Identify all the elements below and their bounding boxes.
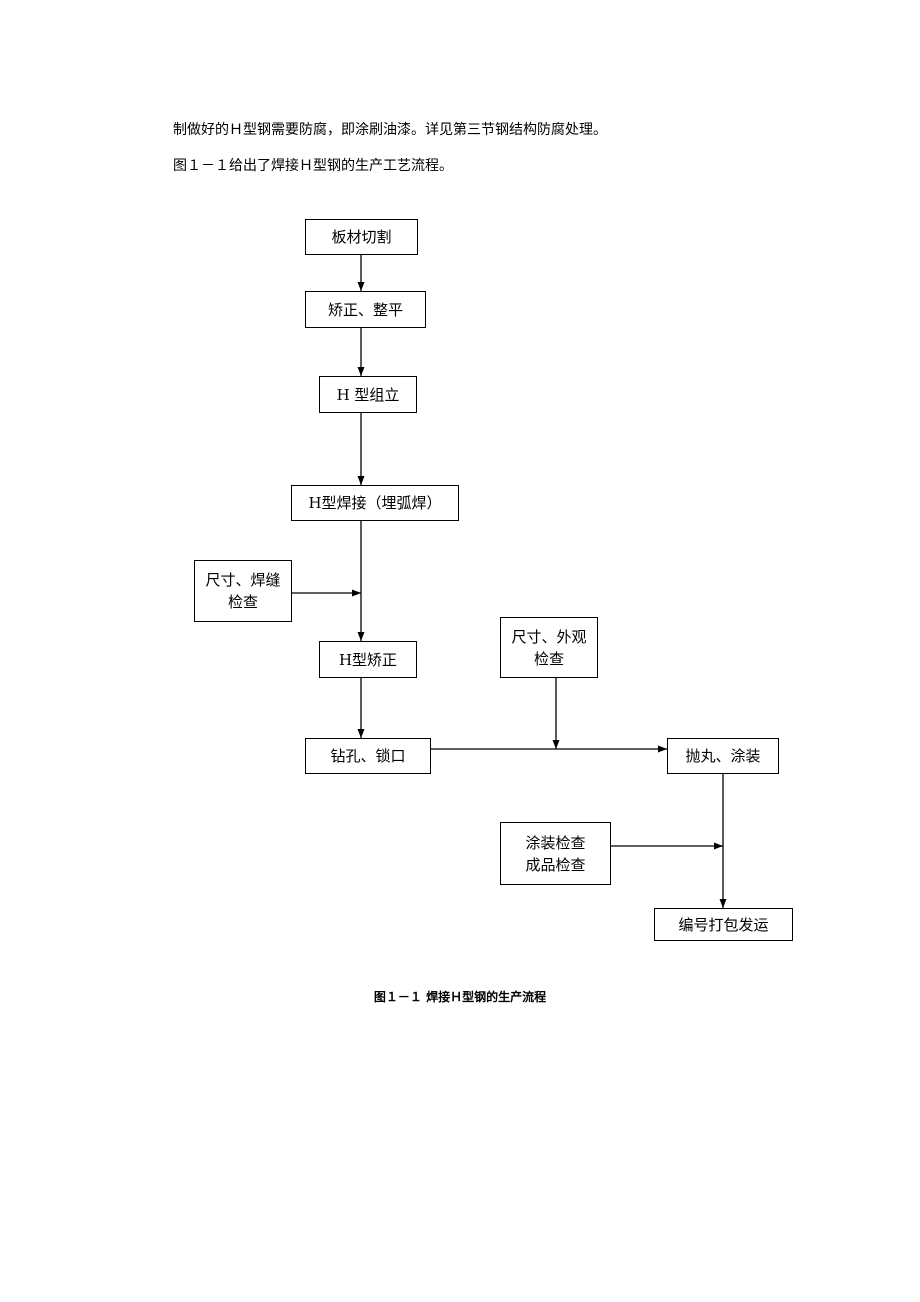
node-straighten-level: 矫正、整平 xyxy=(305,291,426,328)
node-size-appearance-check: 尺寸、外观 检查 xyxy=(500,617,598,678)
node-shot-blast-paint: 抛丸、涂装 xyxy=(667,738,779,774)
node-coating-product-check: 涂装检查 成品检查 xyxy=(500,822,611,885)
node-h-straighten: H型矫正 xyxy=(319,641,417,678)
node-size-weld-check-line2: 检查 xyxy=(227,593,258,611)
node-straighten-level-label: 矫正、整平 xyxy=(327,300,403,319)
node-h-straighten-label: H型矫正 xyxy=(338,650,398,669)
node-size-appearance-check-line2: 检查 xyxy=(533,649,564,668)
node-h-assembly: H 型组立 xyxy=(319,376,417,413)
figure-caption: 图１－１ 焊接Ｈ型钢的生产流程 xyxy=(373,990,547,1004)
node-number-pack-ship: 编号打包发运 xyxy=(654,908,793,941)
node-size-weld-check: 尺寸、焊缝 检查 xyxy=(194,560,292,622)
node-shot-blast-paint-label: 抛丸、涂装 xyxy=(685,747,761,765)
node-coating-check-label: 涂装检查 xyxy=(525,833,586,852)
node-h-welding: H型焊接（埋弧焊） xyxy=(291,485,459,521)
node-drill-lock: 钻孔、锁口 xyxy=(305,738,431,774)
node-product-check-label: 成品检查 xyxy=(525,855,586,874)
node-h-assembly-label: H 型组立 xyxy=(336,385,400,404)
node-plate-cutting-label: 板材切割 xyxy=(331,228,392,246)
body-paragraph-2: 图１－１给出了焊接Ｈ型钢的生产工艺流程。 xyxy=(173,158,453,174)
node-size-weld-check-line1: 尺寸、焊缝 xyxy=(205,571,281,589)
node-plate-cutting: 板材切割 xyxy=(305,219,418,255)
node-number-pack-ship-label: 编号打包发运 xyxy=(678,915,769,934)
node-h-welding-label: H型焊接（埋弧焊） xyxy=(308,494,442,512)
node-size-appearance-check-line1: 尺寸、外观 xyxy=(511,627,587,646)
body-paragraph-1: 制做好的Ｈ型钢需要防腐，即涂刷油漆。详见第三节钢结构防腐处理。 xyxy=(173,122,607,138)
node-drill-lock-label: 钻孔、锁口 xyxy=(330,747,406,765)
